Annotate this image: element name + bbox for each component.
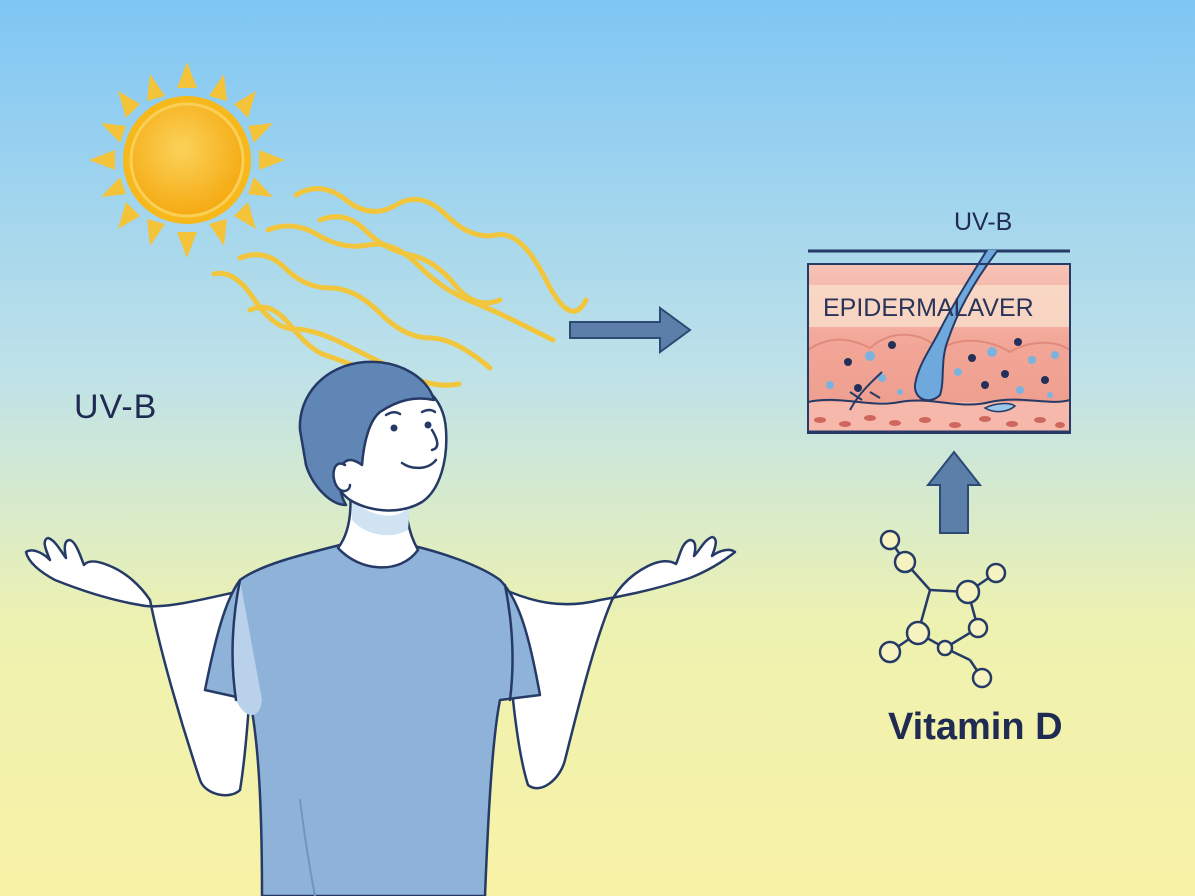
molecule-icon xyxy=(878,529,1007,689)
uvb-label-left: UV-B xyxy=(74,388,158,426)
sun-icon xyxy=(89,62,285,258)
hair-follicle xyxy=(913,250,1000,402)
skin-cells xyxy=(826,338,1059,398)
left-arm xyxy=(24,536,252,797)
right-arm xyxy=(508,535,737,790)
person-figure xyxy=(24,360,737,896)
right-arrow-icon xyxy=(569,306,692,354)
epidermal-layer-label: EPIDERMALAVER xyxy=(823,294,1034,322)
uvb-label-skin: UV-B xyxy=(954,208,1013,236)
vitamin-d-label: Vitamin D xyxy=(888,706,1063,748)
up-arrow-icon xyxy=(925,450,983,534)
skin-cross-section xyxy=(807,249,1071,434)
